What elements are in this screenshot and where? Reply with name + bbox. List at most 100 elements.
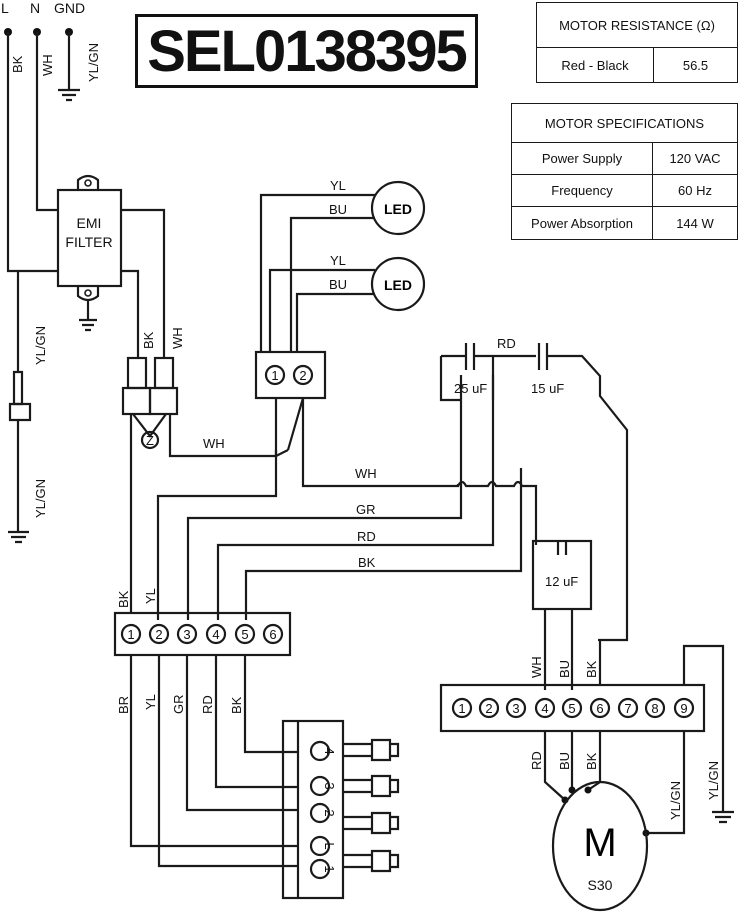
spec-value: 60 Hz <box>652 174 738 207</box>
label-bu-led1: BU <box>329 202 347 217</box>
switch-plunger <box>343 849 400 873</box>
wire-yl-sw <box>157 655 298 868</box>
emi-mount-top <box>76 174 100 190</box>
label-yl-2: YL <box>143 694 158 710</box>
spec-value: 120 VAC <box>652 142 738 175</box>
tb-left-pin <box>148 623 170 645</box>
gnd-connector-upper <box>12 370 24 406</box>
label-ylgn-right: YL/GN <box>706 761 721 800</box>
tb-right-pin <box>644 697 666 719</box>
tb-left-pin-label: 2 <box>155 627 162 642</box>
led-2-label: LED <box>384 277 412 293</box>
label-ylgn-motor: YL/GN <box>668 781 683 820</box>
motor-resistance-table: MOTOR RESISTANCE (Ω) Red - Black 56.5 <box>536 2 738 83</box>
label-wh-supply: WH <box>40 54 55 76</box>
tb-right-pin-label: 8 <box>651 701 658 716</box>
cap-15-plates <box>537 343 549 370</box>
emi-label-1: EMI <box>77 215 102 231</box>
terminal-block-right-pins: 1 2 3 4 5 6 7 8 9 <box>451 697 695 719</box>
tb-left-pin-label: 5 <box>241 627 248 642</box>
tb-right-pin <box>478 697 500 719</box>
tb-left-pin-label: 1 <box>127 627 134 642</box>
wire-led1-bu <box>289 216 375 352</box>
tb-right-pin <box>617 697 639 719</box>
motor-node <box>584 786 592 794</box>
wire-bk <box>244 468 523 620</box>
label-rd-2: RD <box>200 695 215 714</box>
wire-gnd-right <box>682 644 725 812</box>
connector-bk-lower <box>121 386 152 416</box>
led-1 <box>370 180 426 236</box>
tb-right-pin <box>561 697 583 719</box>
label-wh-emi: WH <box>170 327 185 349</box>
led-connector-pin-1 <box>264 364 286 386</box>
label-gr: GR <box>356 502 376 517</box>
label-L: L <box>1 0 9 16</box>
label-br: BR <box>116 696 131 714</box>
switch-terminal <box>309 802 331 824</box>
tb-left-pin <box>176 623 198 645</box>
cap-12-box <box>531 539 593 611</box>
switch-terminal <box>309 835 331 857</box>
label-wh-3: WH <box>529 656 544 678</box>
label-bu-1: BU <box>557 660 572 678</box>
wire-L <box>6 32 58 273</box>
label-bk-1: BK <box>358 555 376 570</box>
label-rd-3: RD <box>529 751 544 770</box>
switch-body <box>281 719 345 900</box>
label-rd-1: RD <box>357 529 376 544</box>
led-1-label: LED <box>384 201 412 217</box>
label-rd-top: RD <box>497 336 516 351</box>
wire-wh-long <box>301 398 460 488</box>
wire-br-sw <box>129 655 298 848</box>
switch-terminal <box>309 775 331 797</box>
label-ylgn-2: YL/GN <box>33 479 48 518</box>
label-bu-led2: BU <box>329 277 347 292</box>
emi-filter-box <box>56 188 123 288</box>
tb-right-pin <box>589 697 611 719</box>
label-yl-tb: YL <box>143 588 158 604</box>
wire-wh-motor <box>457 480 538 545</box>
tb-left-pin <box>262 623 284 645</box>
label-wh-1: WH <box>203 436 225 451</box>
motor-symbol: M <box>583 821 616 865</box>
varistor-leads <box>132 413 167 438</box>
tb-left-pin-label: 4 <box>212 627 219 642</box>
motor-specs-table: MOTOR SPECIFICATIONS Power Supply 120 VA… <box>511 103 738 240</box>
connector-wh-upper <box>153 356 175 390</box>
wire-gr-sw <box>185 655 298 812</box>
label-bk-2: BK <box>584 660 599 678</box>
wire-led2-bu <box>295 292 375 352</box>
label-bk-3: BK <box>229 696 244 714</box>
label-yl-led2: YL <box>330 253 346 268</box>
switch-terminal-label: 2 <box>322 809 337 816</box>
switch-terminal-label: 1 <box>322 865 337 872</box>
tb-right-pin-label: 4 <box>541 701 548 716</box>
spec-label: Power Absorption <box>511 206 653 240</box>
capacitor-15uf: 15 uF <box>491 343 629 642</box>
label-wh-2: WH <box>355 466 377 481</box>
label-bk-emi: BK <box>141 331 156 349</box>
tb-left-pin-label: 6 <box>269 627 276 642</box>
tb-left-pin-label: 3 <box>183 627 190 642</box>
connector-bk-upper <box>126 356 148 390</box>
switch-terminal <box>309 740 331 762</box>
gnd-symbol-top <box>58 32 80 102</box>
varistor-label: Z <box>146 433 154 448</box>
wire-emi-bk <box>121 269 140 358</box>
wire-led1-yl <box>259 193 375 352</box>
wire-motor-gnd <box>648 731 686 835</box>
switch-terminal-label: L <box>322 842 337 849</box>
resistance-label: Red - Black <box>536 47 654 83</box>
label-bu-2: BU <box>557 752 572 770</box>
motor-body <box>551 780 649 912</box>
tb-right-pin <box>673 697 695 719</box>
wire-gr <box>186 375 463 620</box>
cap-12-label: 12 uF <box>545 574 578 589</box>
tb-right-pin-label: 5 <box>568 701 575 716</box>
motor: M S30 <box>551 780 649 912</box>
varistor-z <box>140 430 160 450</box>
tb-right-pin-label: 9 <box>680 701 687 716</box>
switch-plunger <box>343 811 400 835</box>
